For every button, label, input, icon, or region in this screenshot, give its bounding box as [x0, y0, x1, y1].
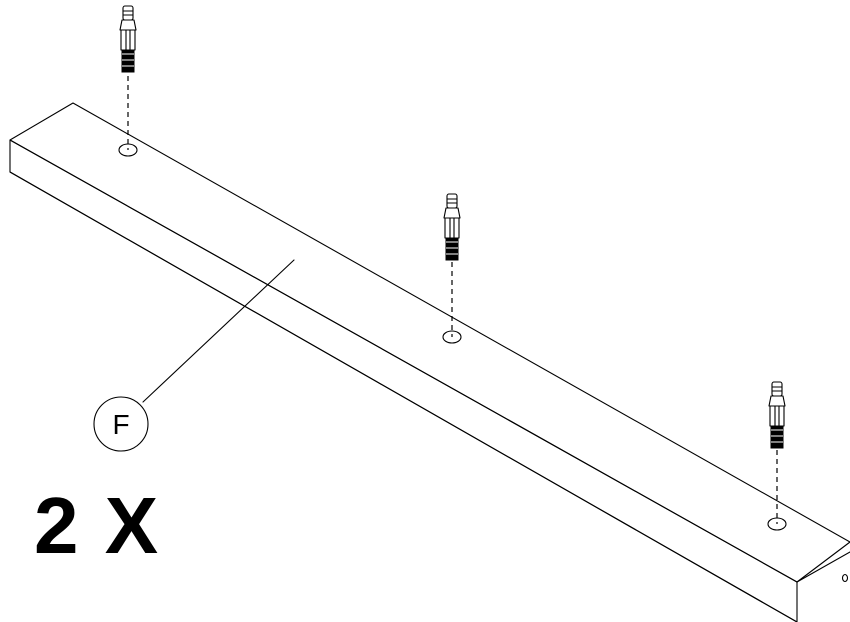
part-leader-line: [142, 259, 295, 403]
cam-dowel-3: [768, 381, 786, 449]
dowel-thread: [445, 237, 459, 261]
dowel-thread: [121, 49, 135, 73]
part-callout-circle: [93, 396, 149, 452]
part-callout: F: [93, 396, 149, 452]
rail-front-bottom-edge: [9, 171, 798, 622]
rail-end-hole: [841, 573, 849, 583]
rail-right-end-edge: [796, 551, 850, 583]
cam-dowel-2: [443, 193, 461, 261]
dowel-thread: [770, 425, 784, 449]
part-label: F: [112, 409, 129, 440]
cam-dowel-1: [119, 5, 137, 73]
rail-board: [9, 102, 850, 622]
rail-end-face: [9, 139, 798, 622]
quantity-label: 2 X: [34, 481, 161, 570]
dowel-hole-2: [442, 330, 462, 344]
